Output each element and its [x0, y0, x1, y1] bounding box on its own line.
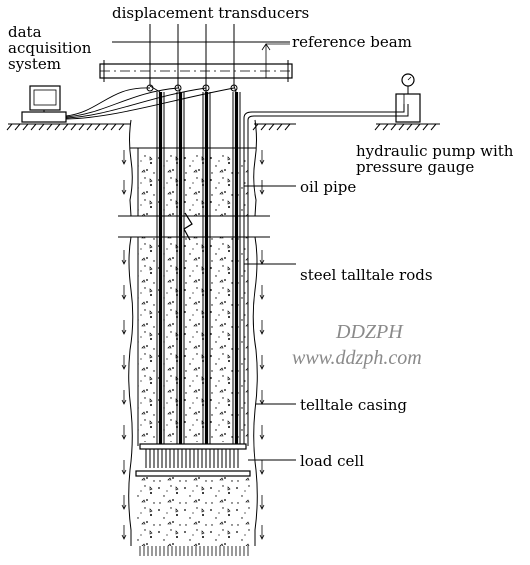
label-telltale-casing: telltale casing [300, 396, 407, 414]
monitor-icon [29, 85, 61, 111]
data-acquisition-unit [21, 85, 67, 123]
transducer-4-icon [230, 84, 238, 92]
borehole-walls [128, 119, 258, 546]
label-load-cell: load cell [300, 452, 364, 470]
rod-3 [202, 92, 211, 444]
label-data-acq-line-2: acquisition [8, 39, 92, 57]
ground-surface [6, 123, 296, 131]
watermark-brand: DDZPH [335, 321, 404, 343]
pile-shaft [136, 152, 250, 546]
rod-1 [156, 92, 165, 444]
oil-pipe [243, 104, 409, 444]
rod-4 [232, 92, 241, 444]
label-pump-line-1: hydraulic pump with [356, 142, 514, 160]
rod-2 [176, 92, 185, 444]
watermark-url: www.ddzph.com [292, 347, 422, 369]
base-unit-icon [21, 111, 67, 123]
hydraulic-pump [395, 73, 421, 123]
leader-lines [244, 41, 296, 461]
label-displacement-transducers: displacement transducers [112, 4, 309, 22]
load-cell [135, 443, 251, 477]
label-reference-beam: reference beam [292, 33, 412, 51]
pressure-gauge-icon [401, 73, 415, 87]
signal-cables [65, 87, 235, 120]
label-data-acq-line-1: data [8, 23, 42, 41]
label-pump-line-2: pressure gauge [356, 158, 474, 176]
label-data-acq-line-3: system [8, 55, 61, 73]
pump-ground [374, 123, 440, 131]
break-line [118, 212, 270, 241]
side-friction-arrows [121, 150, 265, 540]
pile-toe [139, 546, 249, 556]
label-oil-pipe: oil pipe [300, 178, 356, 196]
reference-beam [99, 43, 293, 82]
steel-telltale-rods [156, 92, 241, 444]
displacement-transducers [112, 24, 272, 93]
label-steel-rods: steel talltale rods [300, 266, 433, 284]
